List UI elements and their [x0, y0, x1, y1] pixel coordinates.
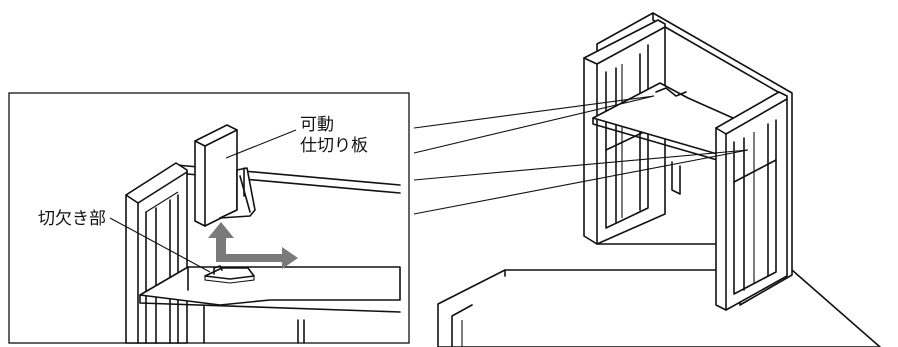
callout-leader-lines	[413, 95, 749, 215]
partition-bracket	[219, 167, 256, 219]
inset-shelf-notch	[204, 267, 255, 280]
notch-label-leader	[109, 217, 211, 273]
hutch-overview	[437, 12, 881, 347]
notch-label: 切欠き部	[38, 209, 106, 229]
right-arrow	[216, 247, 298, 269]
desk-surface	[437, 269, 881, 347]
detail-inset: 可動 仕切り板 切欠き部	[8, 92, 410, 344]
partition-label-leader	[225, 129, 297, 159]
up-arrow	[208, 222, 234, 262]
movement-arrows	[208, 222, 298, 269]
inset-shelf-board	[139, 266, 401, 306]
hutch-left-side	[583, 19, 666, 245]
movable-partition-label-line2: 仕切り板	[300, 136, 368, 156]
movable-partition-label-line1: 可動	[300, 115, 334, 135]
